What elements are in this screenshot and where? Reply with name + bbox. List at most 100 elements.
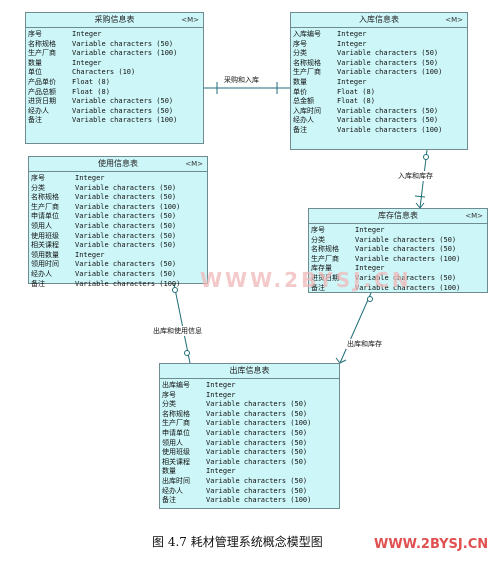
attribute-type: Variable characters (50) xyxy=(206,448,308,457)
attribute-type: Characters (10) xyxy=(72,68,136,77)
attribute-type: Variable characters (50) xyxy=(337,116,439,125)
attribute-type: Variable characters (50) xyxy=(355,245,457,254)
entity-title: 出库信息表 xyxy=(160,364,339,379)
attribute-name: 名称规格 xyxy=(162,409,190,418)
attribute-name: 名称规格 xyxy=(311,245,339,254)
entity-mark: <M> xyxy=(465,212,483,220)
attribute-type: Float (8) xyxy=(72,77,110,86)
attribute-name: 名称规格 xyxy=(293,58,321,67)
attribute-name: 单位 xyxy=(28,68,42,77)
attribute-name: 领用数量 xyxy=(31,250,59,259)
entity-title: 库存信息表 <M> xyxy=(309,209,487,224)
attribute-name: 序号 xyxy=(28,30,42,38)
attribute-name: 分类 xyxy=(311,235,325,244)
watermark-corner: WWW.2BYSJ.CN xyxy=(374,537,489,552)
attribute-type: Integer xyxy=(355,226,385,234)
attribute-name: 备注 xyxy=(311,283,325,292)
attribute-name: 序号 xyxy=(31,174,45,182)
attribute-name: 入库编号 xyxy=(293,30,321,38)
attribute-type: Variable characters (50) xyxy=(72,97,174,106)
attribute-name: 生产厂商 xyxy=(293,68,321,77)
attribute-name: 使用班级 xyxy=(31,231,59,240)
attribute-type: Variable characters (50) xyxy=(206,438,308,447)
attribute-row: 使用班级 Variable characters (50) xyxy=(162,448,339,458)
attribute-name: 备注 xyxy=(28,116,42,125)
attribute-type: Variable characters (50) xyxy=(355,273,457,282)
attribute-type: Variable characters (50) xyxy=(72,39,174,48)
attribute-type: Float (8) xyxy=(72,87,110,96)
attribute-type: Integer xyxy=(206,390,236,399)
attribute-name: 产品总额 xyxy=(28,87,56,96)
attribute-name: 序号 xyxy=(293,39,307,48)
attribute-name: 生产厂商 xyxy=(28,49,56,58)
entity-title: 入库信息表 <M> xyxy=(291,13,467,28)
entity-title-text: 库存信息表 xyxy=(378,211,418,220)
attribute-row: 单位 Characters (10) xyxy=(28,68,203,78)
attribute-row: 序号 Integer xyxy=(293,40,467,50)
relationship-label-usage-outbound: 出库和使用信息 xyxy=(152,326,203,336)
relationship-line-stock-outbound xyxy=(339,292,372,364)
attribute-type: Variable characters (50) xyxy=(75,193,177,202)
attribute-type: Integer xyxy=(337,77,367,86)
attribute-type: Integer xyxy=(337,39,367,48)
attribute-row: 数量 Integer xyxy=(293,78,467,88)
entity-mark: <M> xyxy=(445,16,463,24)
entity-title: 采购信息表 <M> xyxy=(26,13,203,28)
attribute-type: Variable characters (50) xyxy=(206,428,308,437)
attribute-name: 出库编号 xyxy=(162,381,190,389)
attribute-type: Float (8) xyxy=(337,97,375,106)
attribute-name: 相关课程 xyxy=(31,241,59,250)
attribute-name: 名称规格 xyxy=(31,193,59,202)
attribute-row: 序号 Integer xyxy=(28,30,203,40)
attribute-name: 生产厂商 xyxy=(311,254,339,263)
attribute-type: Variable characters (50) xyxy=(206,486,308,495)
attribute-type: Variable characters (50) xyxy=(75,241,177,250)
attribute-name: 使用班级 xyxy=(162,448,190,457)
attribute-type: Variable characters (100) xyxy=(75,279,181,288)
attribute-row: 相关课程 Variable characters (50) xyxy=(31,241,207,251)
attribute-name: 数量 xyxy=(293,77,307,86)
attribute-row: 名称规格 Variable characters (50) xyxy=(31,193,207,203)
attribute-name: 单价 xyxy=(293,87,307,96)
attribute-name: 申请单位 xyxy=(31,212,59,221)
attribute-name: 分类 xyxy=(162,400,176,409)
attribute-name: 相关课程 xyxy=(162,457,190,466)
attribute-name: 数量 xyxy=(162,467,176,476)
attribute-name: 经办人 xyxy=(293,116,314,125)
attribute-type: Integer xyxy=(72,30,102,38)
watermark-center: WWW.2BYSJ.CN xyxy=(200,268,412,292)
attribute-type: Integer xyxy=(72,58,102,67)
attribute-row: 经办人 Variable characters (50) xyxy=(293,116,467,126)
attribute-name: 生产厂商 xyxy=(162,419,190,428)
